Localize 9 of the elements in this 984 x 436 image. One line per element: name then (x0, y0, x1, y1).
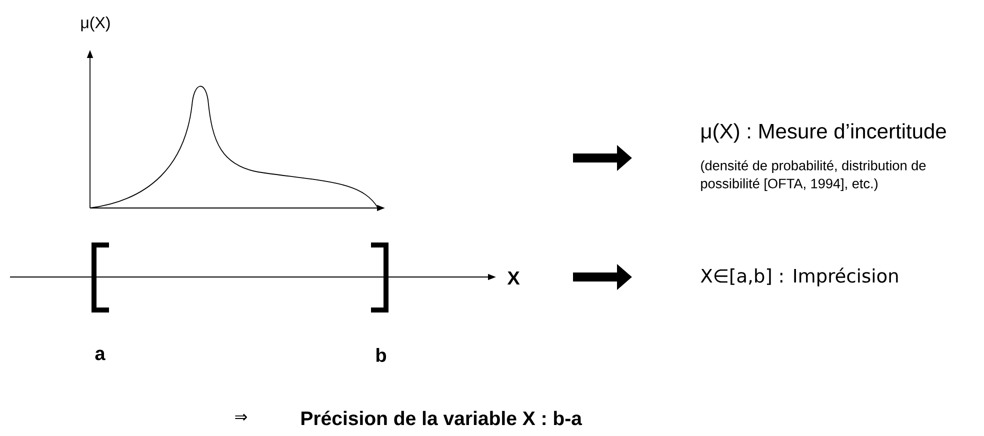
note-text: (densité de probabilité, distribution de possibilité [OFTA, 1994], etc.) (701, 160, 926, 192)
heading-text: μ(X) : Mesure d’incertitude (702, 123, 946, 143)
conclusion-text: Précision de la variable X : b-a (302, 410, 582, 426)
axis-label: μ(X) (81, 16, 110, 32)
axis-label: X (507, 271, 520, 285)
implies-symbol: ⇒ (235, 414, 247, 421)
point-label: a (95, 350, 106, 360)
definition-text: X∈[a,b] : Imprécision (700, 268, 898, 286)
point-label: b (376, 348, 386, 362)
